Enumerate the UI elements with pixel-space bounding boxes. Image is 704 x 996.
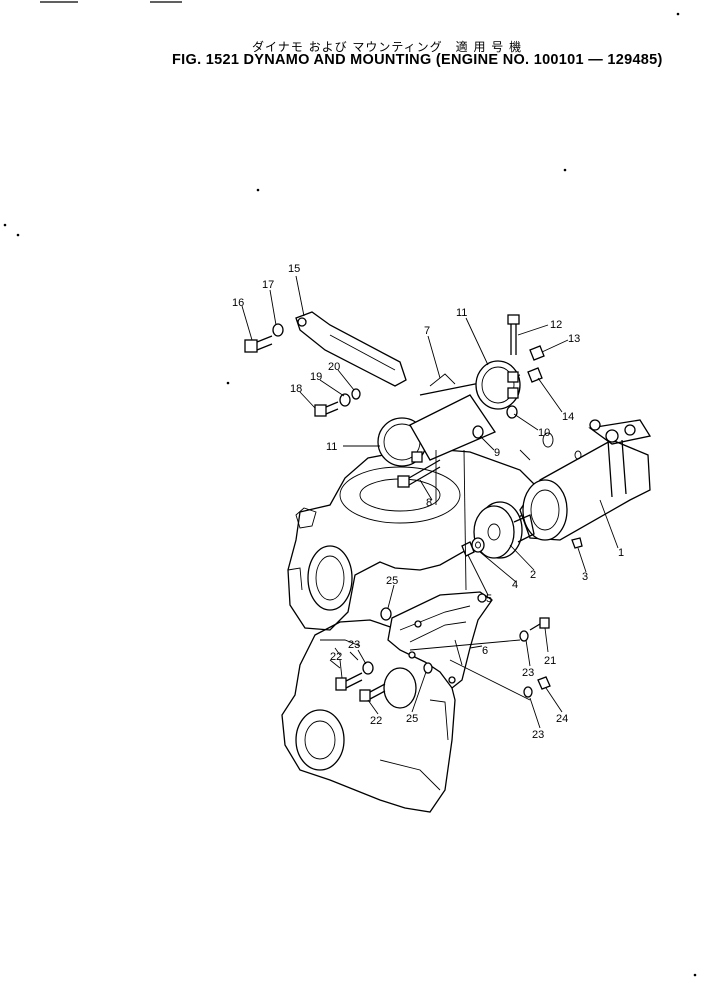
- nut-24: [523, 676, 551, 698]
- callout-15: 15: [288, 263, 300, 275]
- callout-11-lower: 11: [326, 441, 337, 453]
- callout-12: 12: [550, 319, 562, 331]
- title-japanese: ダイナモ および マウンティング 適 用 号 機: [252, 40, 523, 54]
- scan-specks: [3, 12, 697, 977]
- bolt-18: [314, 388, 361, 417]
- spacer-13-14: [527, 345, 545, 383]
- callout-18: 18: [290, 383, 302, 395]
- bolt-22-right: [359, 683, 386, 702]
- figure-title: FIG. 1521 DYNAMO AND MOUNTING (ENGINE NO…: [172, 52, 663, 68]
- bolt-16: [244, 323, 284, 353]
- bolt-8: [397, 459, 441, 488]
- callout-16: 16: [232, 297, 244, 309]
- callout-23-right-lower: 23: [532, 729, 544, 741]
- callout-24: 24: [556, 713, 568, 725]
- callout-25-upper: 25: [386, 575, 398, 587]
- callout-19: 19: [310, 371, 322, 383]
- callout-20: 20: [328, 361, 340, 373]
- callout-23-right-upper: 23: [522, 667, 534, 679]
- callout-23-left: 23: [348, 639, 360, 651]
- dynamo-band-upper: [475, 360, 521, 410]
- washer-25: [380, 607, 433, 674]
- dynamo-band-lower: [377, 394, 496, 467]
- callout-leaders: [241, 275, 619, 729]
- callout-21: 21: [544, 655, 556, 667]
- bolt-12: [507, 314, 520, 355]
- bolt-21: [519, 617, 550, 642]
- callout-17: 17: [262, 279, 274, 291]
- callout-5: 5: [486, 593, 492, 605]
- key: [571, 537, 583, 549]
- callout-7: 7: [424, 325, 430, 337]
- nut-9-10: [472, 405, 518, 439]
- dynamo: [519, 419, 652, 541]
- callout-6: 6: [482, 645, 488, 657]
- washer-and-nut: [461, 537, 485, 557]
- callout-1: 1: [618, 547, 624, 559]
- callout-3: 3: [582, 571, 588, 583]
- adjusting-plate: [295, 311, 407, 387]
- callout-11-upper: 11: [456, 307, 467, 319]
- callout-10: 10: [538, 427, 550, 439]
- callout-4: 4: [512, 579, 518, 591]
- callout-14: 14: [562, 411, 574, 423]
- callout-numbers: 1 2 3 4 5 6 7 8 9 10 11 11 12 13 14 15 1…: [232, 263, 624, 741]
- callout-9: 9: [494, 447, 500, 459]
- dynamo-bracket: [387, 591, 493, 689]
- callout-8: 8: [426, 497, 432, 509]
- callout-22-right: 22: [370, 715, 382, 727]
- bolt-22-left: [335, 661, 374, 691]
- callout-2: 2: [530, 569, 536, 581]
- callout-22-left: 22: [330, 651, 342, 663]
- callout-13: 13: [568, 333, 580, 345]
- callout-25-lower: 25: [406, 713, 418, 725]
- assembly-lines: [409, 449, 531, 701]
